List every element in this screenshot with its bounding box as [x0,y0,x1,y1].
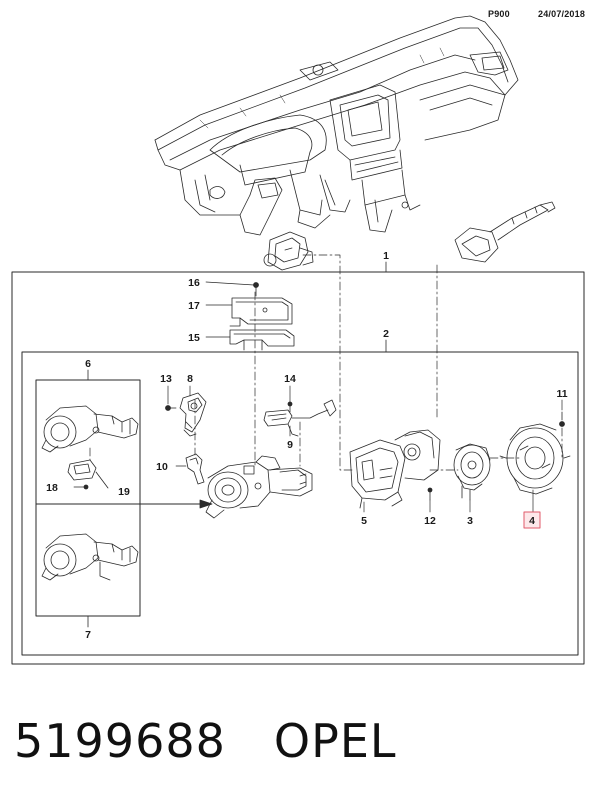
callout-15: 15 [188,332,200,344]
callout-10: 10 [156,461,168,473]
module-9 [263,399,337,437]
switch-assembly-main [205,455,313,519]
callout-labels: 1 2 3 4 5 6 7 8 9 10 11 12 13 14 15 16 1… [46,250,568,641]
dashboard-illustration [154,15,519,236]
bracket-17 [229,297,293,327]
stalk-switch-top-illustration [454,201,556,263]
callout-14: 14 [284,373,296,385]
callout-3: 3 [467,515,473,527]
ignition-switch-illustration [263,231,314,271]
callout-1: 1 [383,250,389,262]
callout-9: 9 [287,439,293,451]
screw-18 [73,484,89,490]
sensor-8 [179,392,207,437]
callout-4: 4 [529,515,535,527]
switch-variant-7 [41,533,139,581]
contact-ring-3 [453,443,491,501]
exploded-view-diagram: 1 2 3 4 5 6 7 8 9 10 11 12 13 14 15 16 1… [11,15,585,665]
part-number: 5199688 [14,714,226,768]
screw-12 [427,487,433,501]
highlight-box-4 [523,511,541,529]
callout-6: 6 [85,358,91,370]
footer: 5199688 OPEL [14,706,397,776]
clockspring-4 [499,423,571,495]
screw-11 [559,411,565,427]
callout-17: 17 [188,300,200,312]
module-19 [67,459,109,489]
assembly-arrow [35,499,213,509]
page-code: P900 [488,9,510,19]
brand-name: OPEL [273,714,397,768]
bracket-15 [229,329,295,351]
callout-12: 12 [424,515,436,527]
callout-5: 5 [361,515,367,527]
switch-variant-6 [41,405,139,453]
callout-16: 16 [188,277,200,289]
assembly-path-lines [89,254,563,471]
screw-13 [165,405,177,411]
steering-column-housing-5 [349,429,441,509]
callout-2: 2 [383,328,389,340]
leader-lines [167,281,563,513]
callout-11: 11 [556,388,567,400]
callout-19: 19 [118,486,130,498]
connector-10 [185,453,205,485]
callout-8: 8 [187,373,193,385]
assembly-frame-2 [21,351,579,656]
diagram-date: 24/07/2018 [538,9,586,19]
assembly-frame-1 [11,271,585,665]
screw-16 [253,282,259,297]
callout-13: 13 [160,373,172,385]
callout-18: 18 [46,482,58,494]
callout-7: 7 [85,629,91,641]
